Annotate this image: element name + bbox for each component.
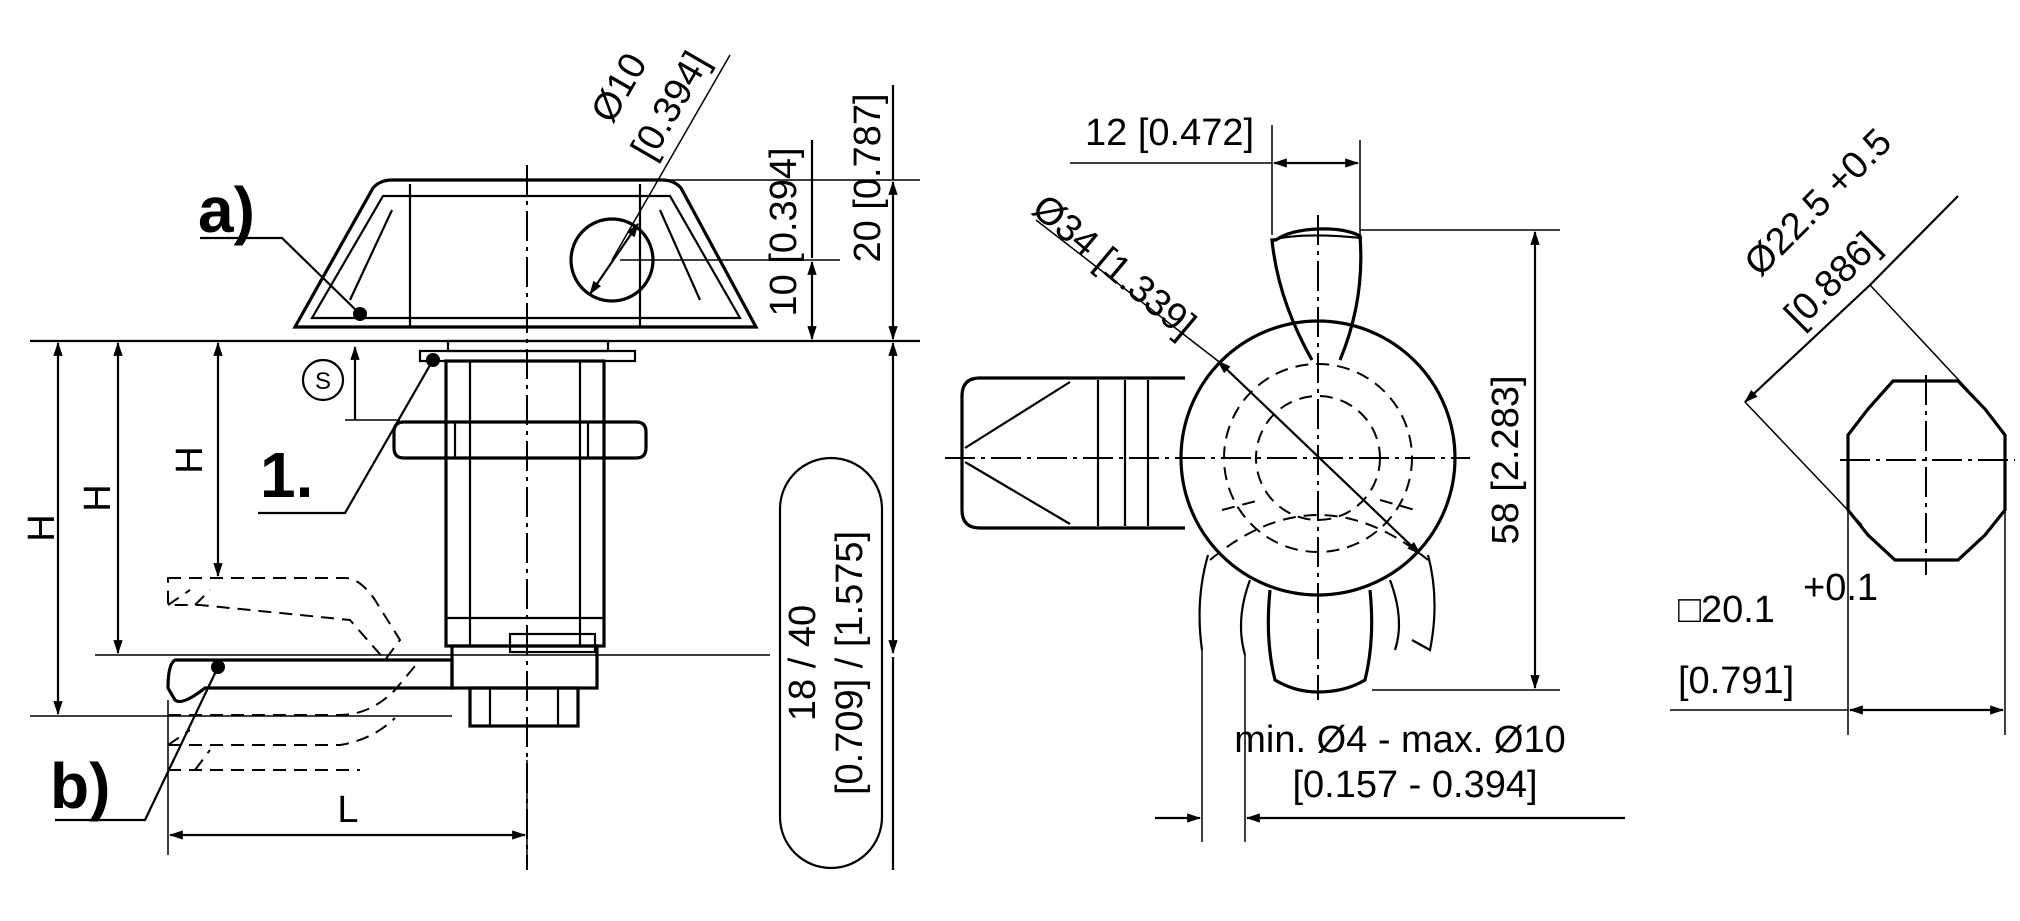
dim-dia34: Ø34 [1.339] xyxy=(1024,187,1203,347)
dim-square: □20.1 xyxy=(1678,589,1775,631)
callout-a: a) xyxy=(198,174,255,246)
dim-range-mm: 18 / 40 xyxy=(782,605,824,721)
top-view: 12 [0.472] Ø34 [1.339] 58 [2.283] min. Ø… xyxy=(945,112,1625,842)
dim-H-middle: H xyxy=(77,484,119,511)
wing-top xyxy=(1270,227,1363,361)
dim-H-inner: H xyxy=(169,446,211,473)
dim-20: 20 [0.787] xyxy=(847,93,889,262)
hex-nut xyxy=(392,420,648,460)
dim-12: 12 [0.472] xyxy=(1085,112,1254,154)
callout-b: b) xyxy=(50,750,110,822)
dim-10: 10 [0.394] xyxy=(763,147,805,316)
s-marker xyxy=(301,358,345,402)
cutout-view: Ø22.5 +0.5 [0.886] □20.1 +0.1 [0.791] xyxy=(1670,121,2015,735)
callout-1: 1. xyxy=(260,439,313,511)
cutout-outline xyxy=(1846,379,2007,562)
dim-58: 58 [2.283] xyxy=(1485,375,1527,544)
knob-inner-outline xyxy=(310,194,742,320)
wing-bottom xyxy=(1266,589,1374,694)
cam-lever xyxy=(166,658,454,704)
dim-H-outer: H xyxy=(21,514,63,541)
rear-lever xyxy=(960,376,1185,530)
svg-text:S: S xyxy=(315,368,331,395)
knob-outline xyxy=(292,178,759,329)
spindle-screw xyxy=(468,686,580,728)
dim-square-tol: +0.1 xyxy=(1803,567,1878,609)
dim-minmax-in: [0.157 - 0.394] xyxy=(1292,764,1537,806)
dim-minmax: min. Ø4 - max. Ø10 xyxy=(1234,719,1566,761)
dim-range-in: [0.709] / [1.575] xyxy=(829,531,871,795)
dim-L: L xyxy=(337,789,358,831)
clamp-range-box xyxy=(778,456,884,870)
dim-square-in: [0.791] xyxy=(1678,660,1794,702)
side-view: a) 1. b) S H H H L 10 [0.394] xyxy=(21,45,920,870)
